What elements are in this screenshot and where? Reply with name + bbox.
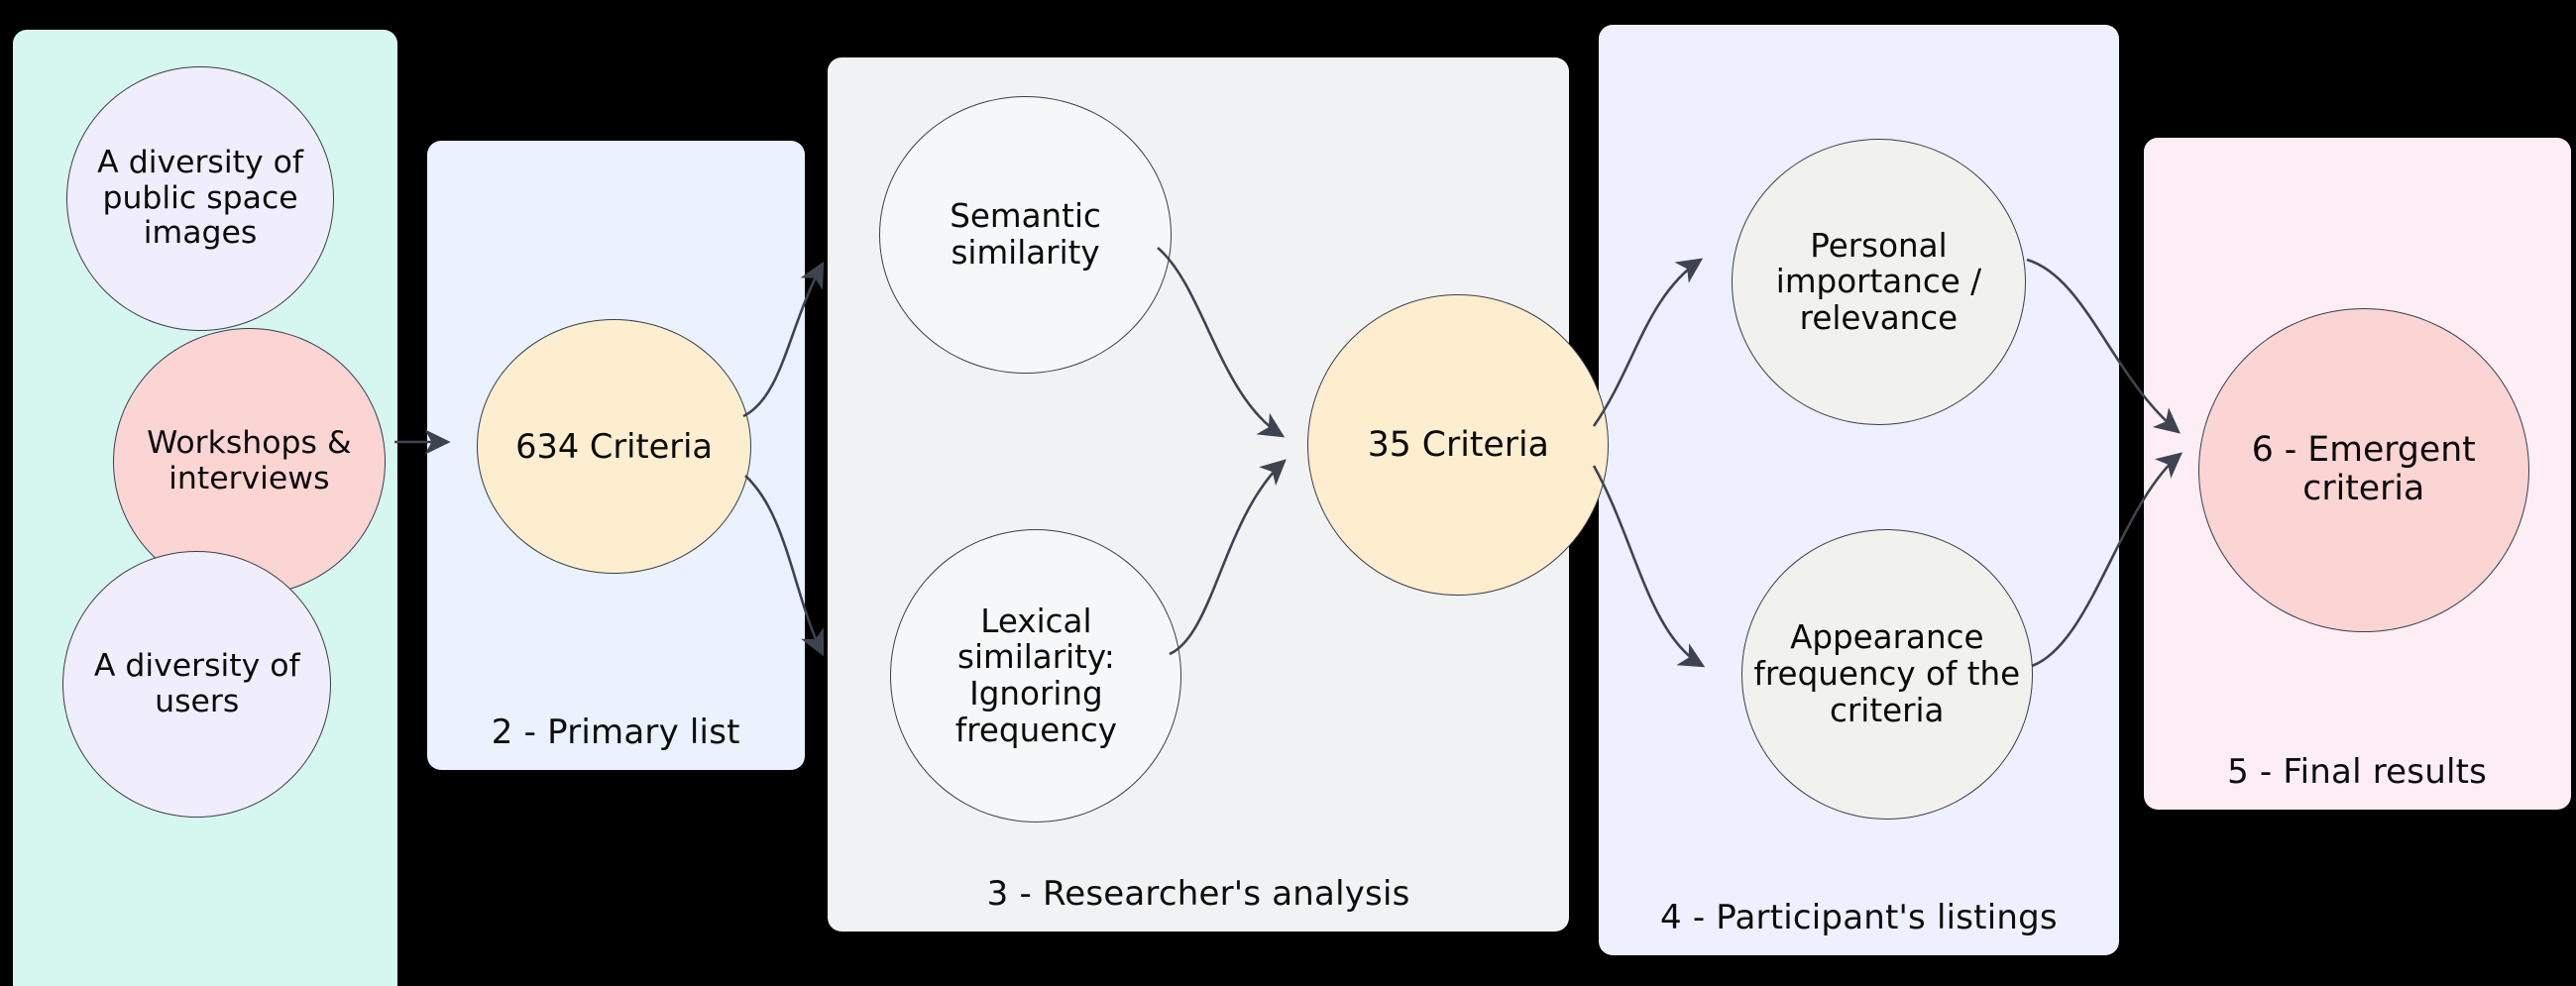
node-35-criteria-label: 35 Criteria	[1367, 424, 1549, 465]
node-personal-importance: Personal importance / relevance	[1731, 139, 2027, 426]
node-emergent-criteria-label: 6 - Emergent criteria	[2251, 430, 2476, 509]
node-semantic-similarity-label: Semantic similarity	[950, 197, 1101, 273]
node-lexical-similarity-label: Lexical similarity: Ignoring frequency	[954, 602, 1118, 749]
node-634-criteria-label: 634 Criteria	[515, 426, 713, 466]
node-workshops-interviews-label: Workshops & interviews	[147, 425, 352, 496]
node-35-criteria: 35 Criteria	[1307, 294, 1610, 597]
node-workshops-interviews: Workshops & interviews	[112, 327, 387, 597]
node-appearance-frequency: Appearance frequency of the criteria	[1740, 529, 2033, 820]
node-emergent-criteria: 6 - Emergent criteria	[2197, 307, 2529, 632]
node-lexical-similarity: Lexical similarity: Ignoring frequency	[890, 529, 1182, 822]
panel-label-3: 3 - Researcher's analysis	[986, 874, 1410, 915]
node-appearance-frequency-label: Appearance frequency of the criteria	[1753, 618, 2021, 729]
node-public-space-images-label: A diversity of public space images	[97, 145, 303, 252]
node-personal-importance-label: Personal importance / relevance	[1775, 226, 1982, 338]
node-public-space-images: A diversity of public space images	[65, 65, 335, 331]
node-diversity-of-users-label: A diversity of users	[93, 647, 300, 719]
node-634-criteria: 634 Criteria	[476, 319, 752, 575]
panel-label-5: 5 - Final results	[2227, 751, 2488, 792]
node-semantic-similarity: Semantic similarity	[878, 95, 1173, 375]
panel-label-4: 4 - Participant's listings	[1659, 897, 2058, 937]
panel-label-2: 2 - Primary list	[491, 712, 740, 752]
node-diversity-of-users: A diversity of users	[62, 551, 331, 818]
